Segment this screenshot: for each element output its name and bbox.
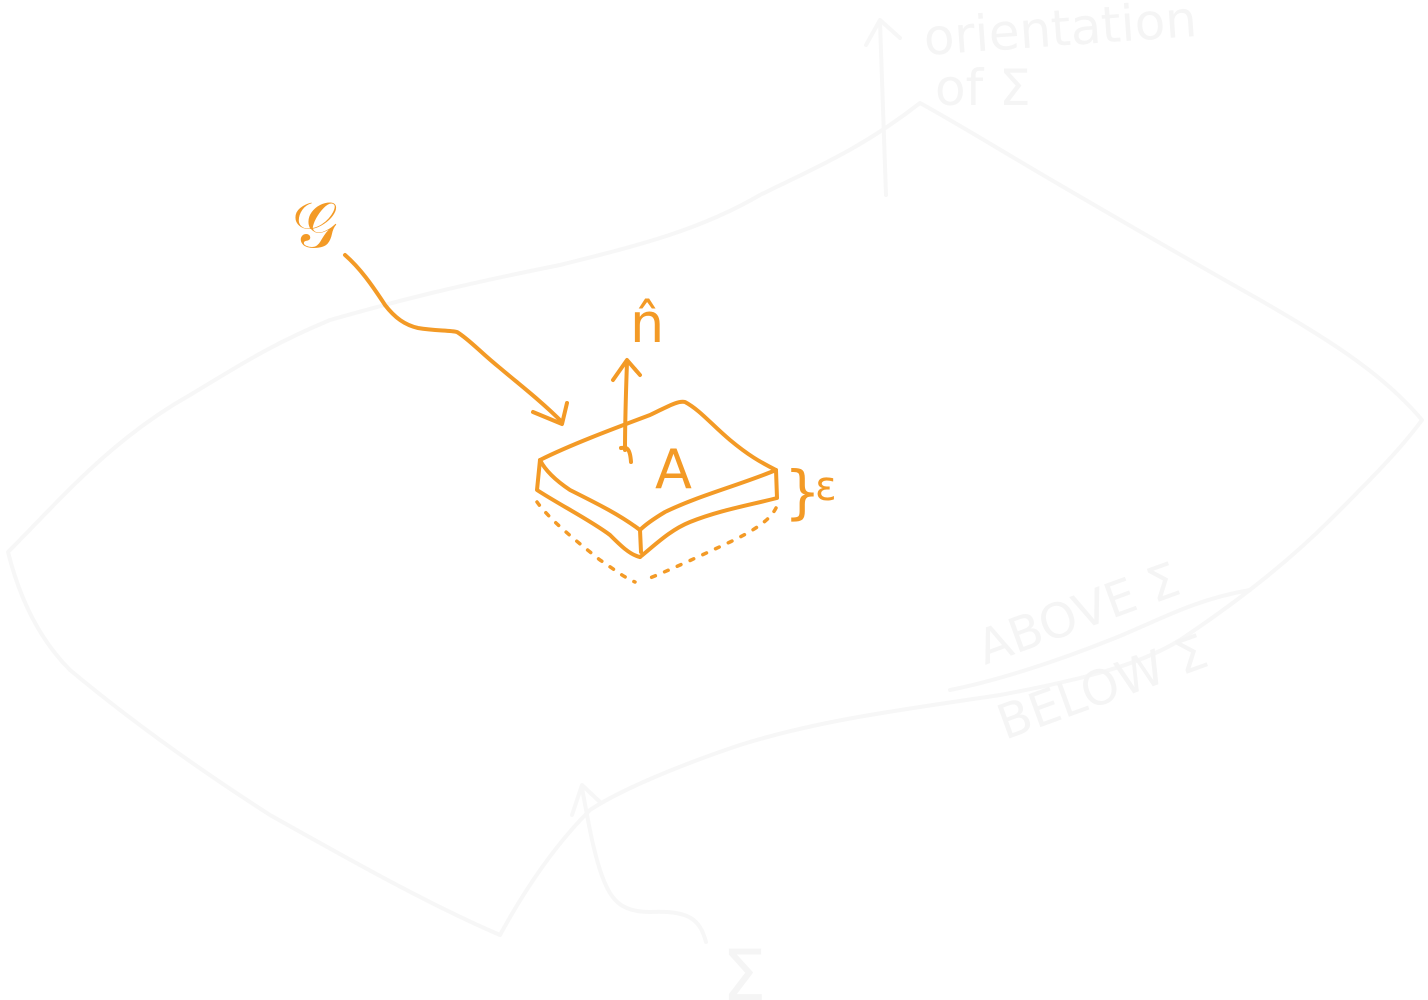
above-below-divider (948, 588, 1252, 692)
thickness-label: ε (815, 464, 837, 510)
normal-arrow-base-tick (619, 445, 633, 464)
thickness-brace: } (784, 458, 821, 526)
pillbox-pointer (343, 253, 564, 424)
pillbox-pointer-arrowhead (531, 401, 569, 426)
surface-label: Σ (722, 935, 766, 1000)
orientation-label-line2: of Σ (935, 59, 1031, 117)
normal-arrow (611, 358, 642, 452)
pillbox-side-left (535, 458, 642, 559)
normal-label: n̂ (630, 292, 664, 355)
pillbox-side-right (638, 468, 779, 559)
pillbox-bottom-left-dotted (535, 500, 637, 584)
orientation-arrow (864, 18, 902, 197)
pillbox-front-edge (638, 528, 643, 554)
orientation-label-line1: orientation (922, 0, 1199, 67)
surface-outline (6, 101, 1424, 937)
area-label: A (655, 438, 692, 501)
surface-pointer (570, 783, 708, 944)
pillbox-name-label: 𝒢 (292, 189, 338, 263)
pillbox-bottom-right-dotted (643, 506, 778, 582)
